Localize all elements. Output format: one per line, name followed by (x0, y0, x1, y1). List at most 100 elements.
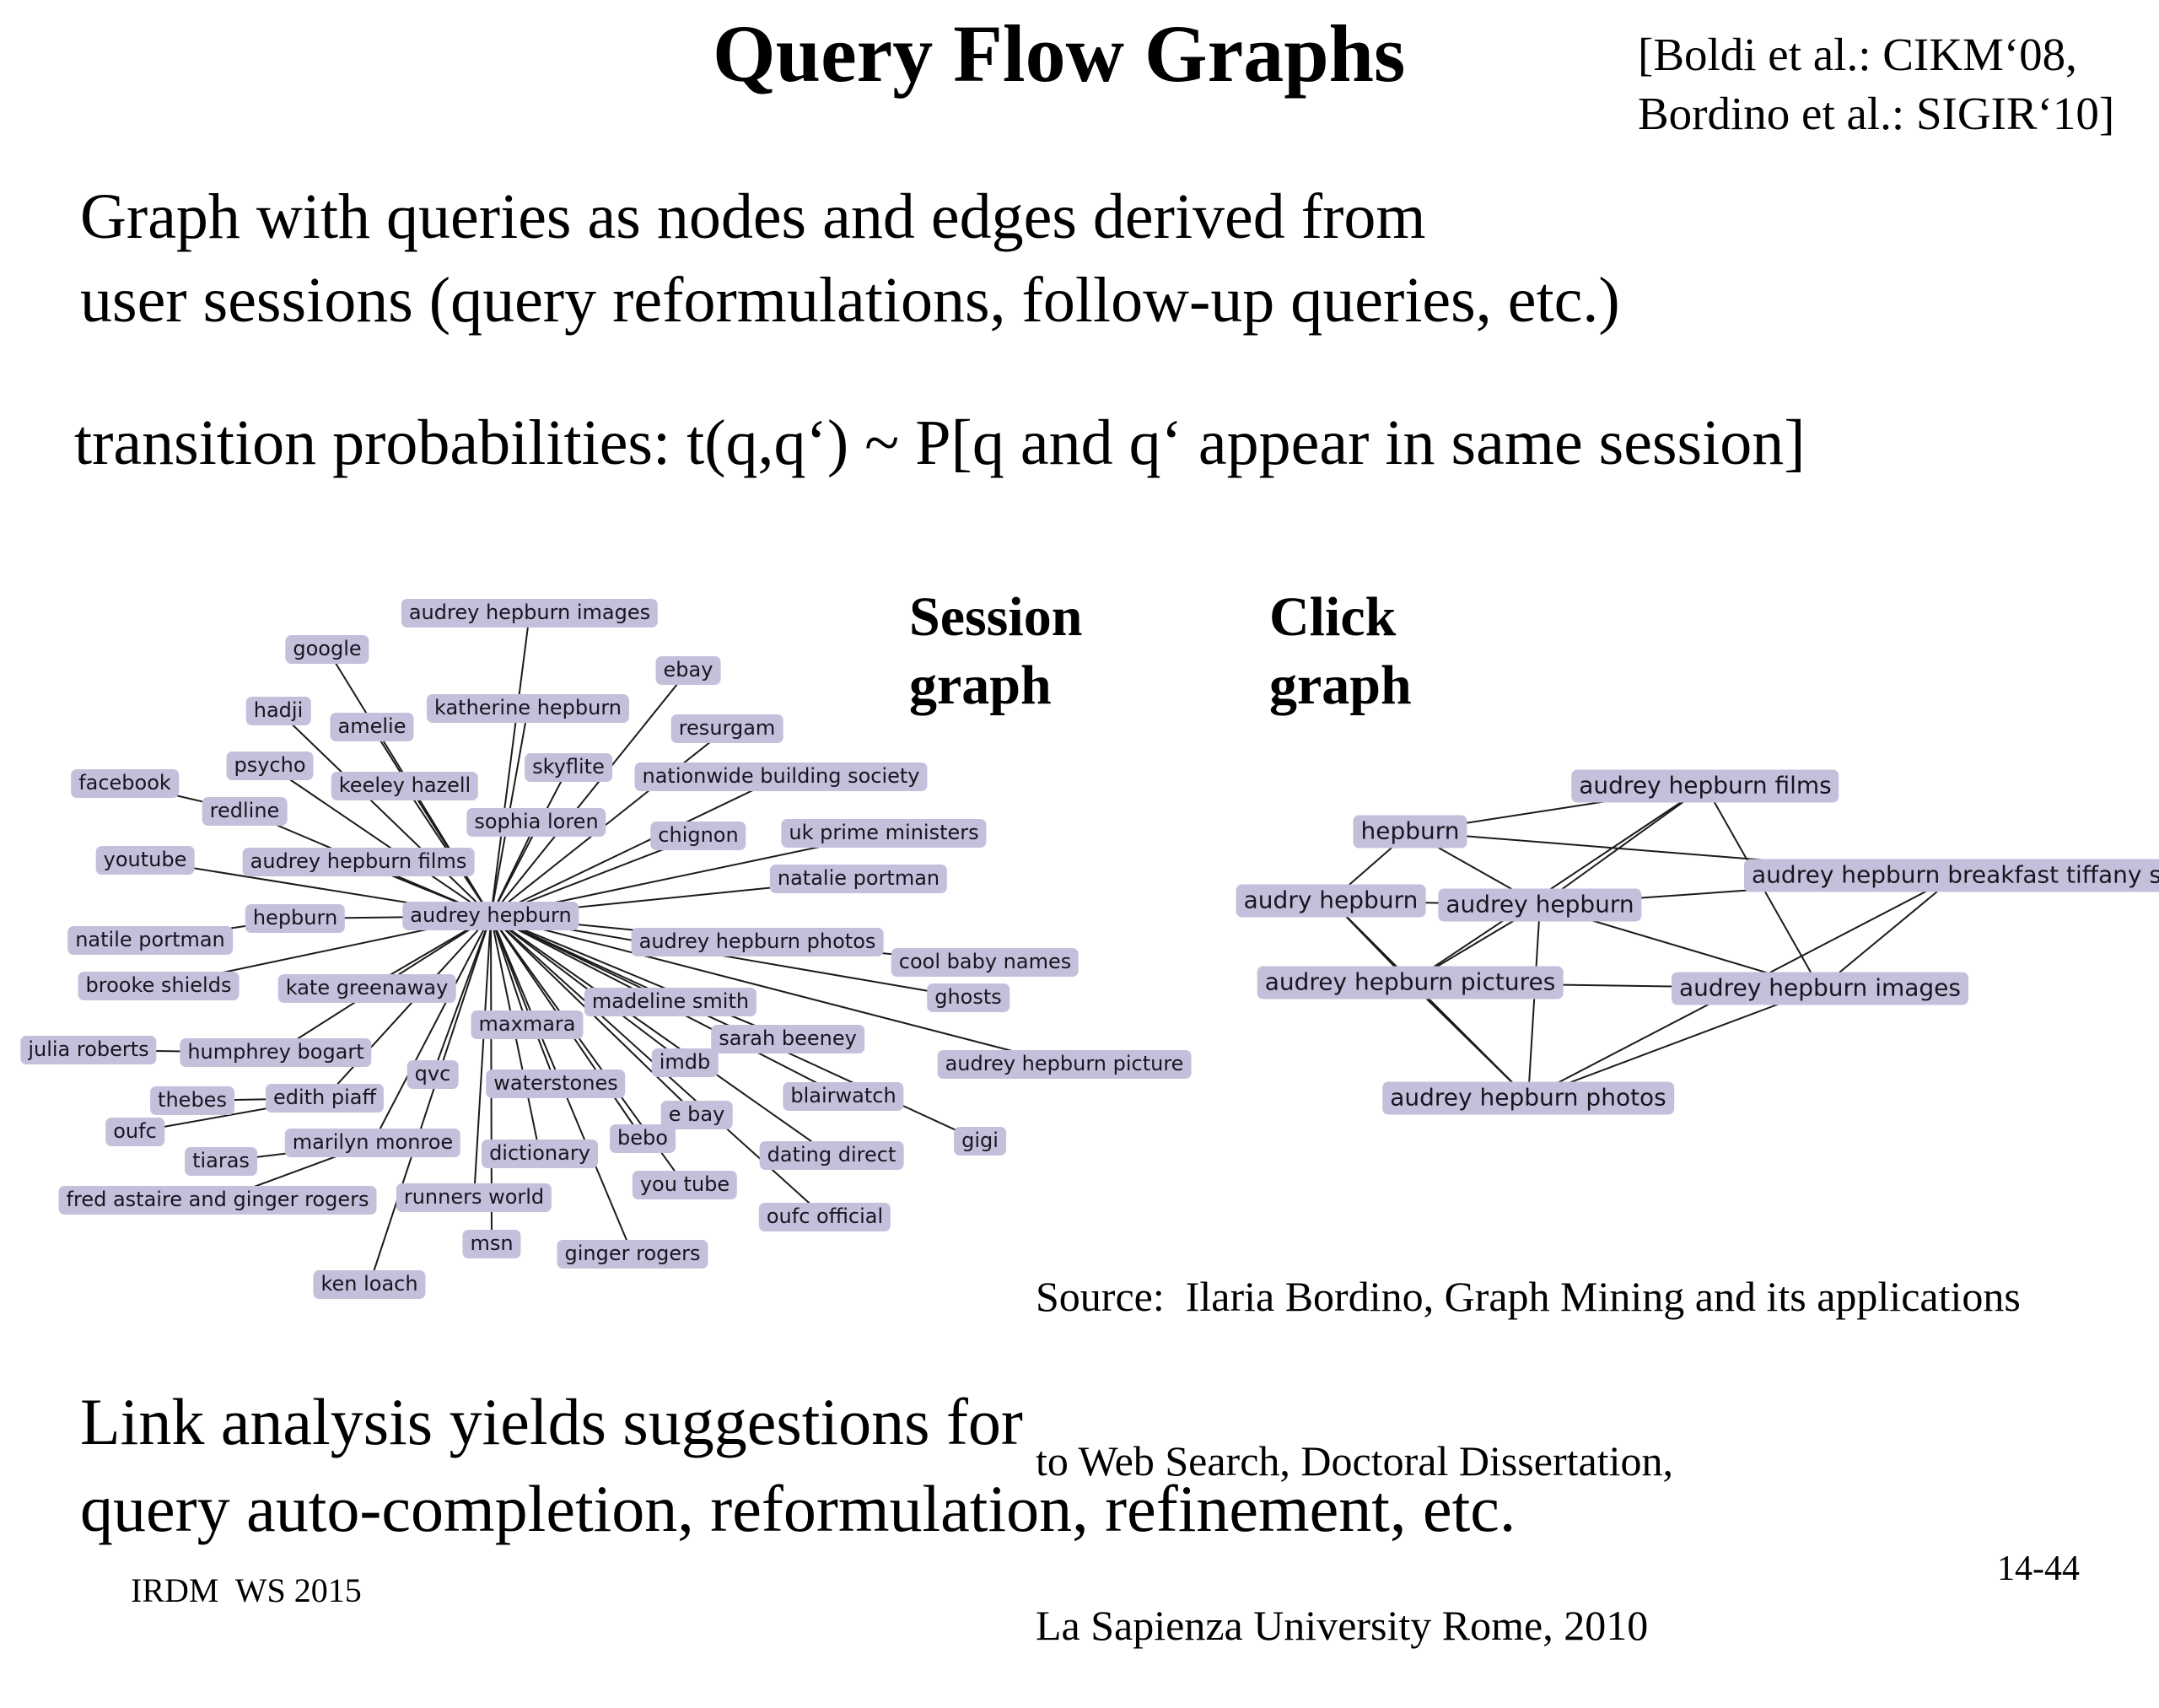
click-query-node: hepburn (1353, 815, 1467, 849)
graph-nodes-layer: audrey hepburn images google ebay hadji amel… (20, 599, 2159, 1299)
session-query-node: ginger rogers (557, 1240, 708, 1269)
session-query-node: redline (202, 797, 288, 826)
session-query-node: oufc (105, 1118, 164, 1146)
session-query-node: julia roberts (20, 1036, 157, 1064)
session-query-node: katherine hepburn (426, 694, 630, 723)
session-query-node: chignon (650, 822, 746, 850)
session-query-node: thebes (150, 1086, 234, 1115)
session-query-node: sophia loren (466, 808, 606, 837)
session-query-node: keeley hazell (331, 772, 479, 800)
session-query-node: audrey hepburn images (401, 599, 659, 628)
session-graph-edge (490, 670, 689, 917)
click-query-node: audrey hepburn (1438, 888, 1642, 922)
session-query-node: tiaras (185, 1147, 257, 1176)
session-graph-label: Session graph (909, 586, 1083, 716)
click-graph-edge (1819, 875, 1957, 989)
session-graph-edge (277, 710, 492, 917)
intro-text: Graph with queries as nodes and edges de… (80, 175, 1620, 342)
session-query-node: runners world (396, 1183, 552, 1212)
session-graph-edge (473, 915, 492, 1199)
session-graph-edge (490, 915, 789, 1040)
click-query-node: audry hepburn (1236, 884, 1426, 918)
session-graph-edge (432, 915, 492, 1075)
session-query-node: ebay (655, 656, 721, 685)
session-query-node: kate greenaway (277, 974, 456, 1003)
click-query-node: audrey hepburn films (1571, 769, 1839, 803)
page-number: 14-44 (1997, 1549, 2080, 1588)
session-query-node: dating direct (759, 1141, 904, 1170)
session-query-node: oufc official (758, 1203, 891, 1231)
session-graph-edge (269, 765, 492, 917)
click-graph-edge (1409, 982, 1529, 1099)
session-graph-edge (369, 915, 492, 1285)
session-graph-edge (490, 915, 528, 1026)
session-query-node: dictionary (482, 1140, 598, 1168)
session-query-node: blairwatch (783, 1082, 904, 1111)
session-query-node: humphrey bogart (180, 1038, 372, 1067)
source-line-3: La Sapienza University Rome, 2010 (1036, 1602, 1649, 1649)
session-query-node: imdb (651, 1048, 719, 1077)
session-query-node: ken loach (313, 1270, 426, 1299)
click-graph-label: Click graph (1269, 586, 1412, 716)
session-graph-edge (490, 728, 728, 917)
session-query-node: facebook (71, 769, 179, 798)
transition-probabilities-text: transition probabilities: t(q,q‘) ~ P[q … (74, 407, 1806, 478)
session-graph-edge (490, 822, 537, 917)
click-query-node: audrey hepburn breakfast tiffany s (1744, 859, 2159, 892)
session-query-node: marilyn monroe (284, 1129, 461, 1157)
session-query-node: fred astaire and ginger rogers (58, 1186, 377, 1215)
click-graph-edge (1527, 904, 1541, 1099)
click-graph-edge (1539, 785, 1706, 906)
citation-line-1: [Boldi et al.: CIKM‘08, (1638, 29, 2077, 80)
click-graph-edge (1527, 988, 1821, 1099)
session-query-node: maxmara (471, 1010, 584, 1039)
session-query-node: youtube (95, 846, 195, 875)
session-query-node: e bay (660, 1101, 733, 1129)
session-graph-edge (490, 776, 782, 917)
session-query-node: qvc (406, 1060, 459, 1089)
slide-canvas: { "colors": { "background": "#ffffff", "… (20, 8, 2159, 1649)
conclusion-line-1: Link analysis yields suggestions for (80, 1385, 1023, 1458)
session-query-node: hadji (245, 697, 311, 725)
session-query-node: bebo (610, 1124, 676, 1153)
session-query-node: audrey hepburn films (242, 848, 475, 876)
session-query-node: skyflite (525, 753, 612, 782)
citation-line-2: Bordino et al.: SIGIR‘10] (1638, 88, 2115, 140)
session-query-node: natalie portman (769, 865, 948, 893)
session-query-node: natile portman (67, 926, 233, 955)
source-line-2: to Web Search, Doctoral Dissertation, (1036, 1437, 1673, 1484)
session-query-node: madeline smith (584, 988, 757, 1016)
citation: [Boldi et al.: CIKM‘08, Bordino et al.: … (1638, 25, 2114, 144)
conclusion-text: Link analysis yields suggestions for que… (80, 1379, 1516, 1553)
course-label: IRDM WS 2015 (131, 1571, 362, 1609)
session-graph-edge (490, 915, 832, 1156)
session-query-node: brooke shields (78, 972, 240, 1000)
session-query-node: edith piaff (265, 1084, 385, 1113)
session-query-node: amelie (330, 713, 414, 741)
session-graph-edge (324, 915, 492, 1099)
click-graph-edge (1409, 785, 1706, 983)
slide-title: Query Flow Graphs (713, 8, 1406, 99)
session-query-node: uk prime ministers (781, 819, 987, 848)
click-query-node: audrey hepburn images (1671, 972, 1969, 1005)
session-query-node: psycho (226, 752, 314, 780)
session-query-node: msn (462, 1230, 521, 1258)
session-query-node: sarah beeney (711, 1025, 864, 1053)
session-query-node: hepburn (245, 904, 346, 933)
session-query-node: audrey hepburn (402, 902, 579, 930)
session-query-node: resurgam (670, 714, 783, 743)
intro-line-1: Graph with queries as nodes and edges de… (80, 181, 1426, 252)
session-query-node: nationwide building society (634, 762, 928, 791)
session-query-node: gigi (954, 1127, 1006, 1156)
session-query-node: cool baby names (891, 948, 1080, 977)
session-query-node: audrey hepburn photos (631, 928, 884, 956)
intro-line-2: user sessions (query reformulations, fol… (80, 264, 1620, 336)
session-query-node: google (285, 635, 369, 664)
session-graph-edge (372, 915, 492, 1144)
session-graph-edge (371, 726, 492, 917)
session-graph-edge (490, 915, 1065, 1065)
session-query-node: you tube (632, 1171, 738, 1199)
click-query-node: audrey hepburn photos (1382, 1081, 1674, 1115)
session-query-node: ghosts (927, 983, 1010, 1012)
click-query-node: audrey hepburn pictures (1257, 966, 1564, 999)
